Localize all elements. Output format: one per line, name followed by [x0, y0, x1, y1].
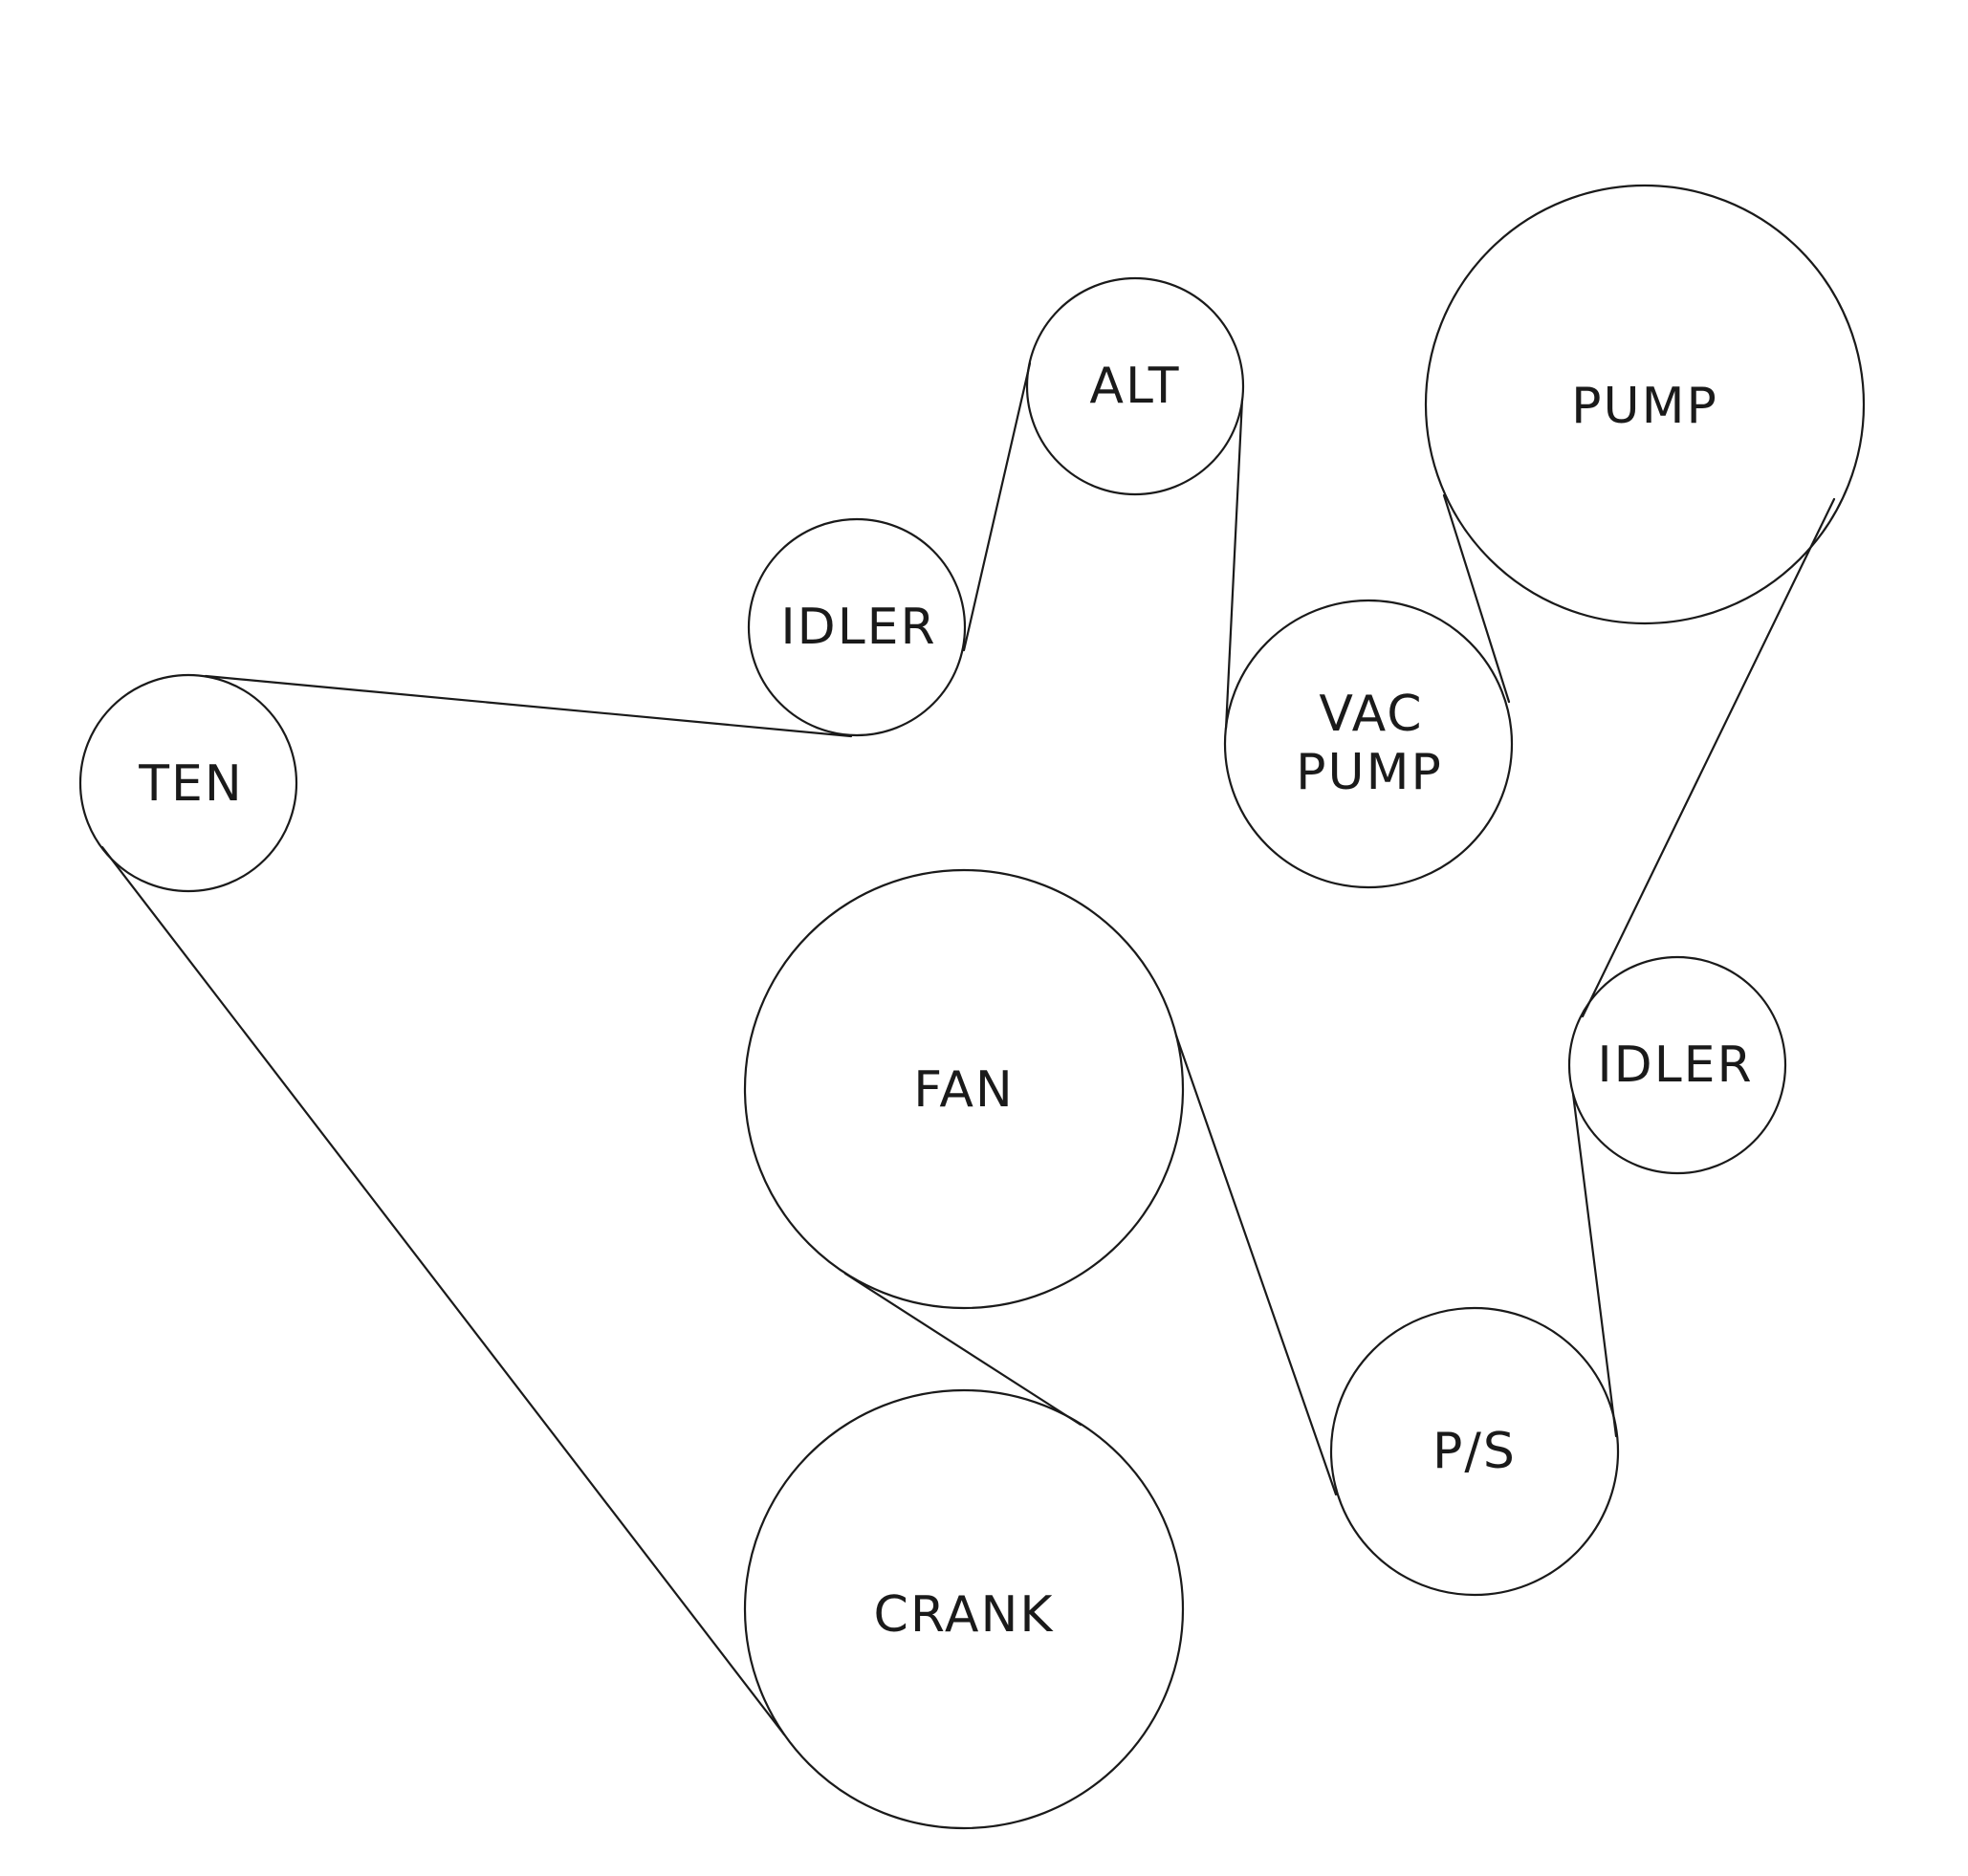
idler-upper-label: IDLER [780, 599, 936, 656]
idler-upper-pulley [747, 517, 967, 737]
pump-label: PUMP [1571, 378, 1718, 435]
belt-crank-to-ten [100, 845, 786, 1736]
belt-fan-to-crank [843, 1272, 1082, 1427]
vac-pump-label-line2: PUMP [1296, 744, 1443, 801]
belt-ten-to-idler [204, 674, 853, 738]
fan-pulley [743, 868, 1185, 1310]
alt-label: ALT [1089, 358, 1180, 415]
belt-vac-pump-to-pump [1442, 493, 1511, 704]
ps-pulley [1329, 1306, 1620, 1597]
ten-pulley [78, 673, 298, 893]
idler-right-pulley [1567, 955, 1787, 1175]
belt-ps-to-fan [1174, 1034, 1338, 1496]
belt-alt-to-vac-pump [1224, 398, 1244, 731]
ten-label: TEN [138, 755, 244, 813]
vac-pump-pulley [1223, 599, 1514, 889]
belt-idler-right-to-ps [1571, 1092, 1618, 1438]
vac-pump-label-line1: VAC [1319, 686, 1423, 743]
alt-pulley [1025, 276, 1245, 496]
idler-right-label: IDLER [1597, 1036, 1753, 1094]
fan-label: FAN [913, 1061, 1015, 1119]
ps-label: P/S [1432, 1423, 1517, 1480]
belt-idler-to-alt [962, 361, 1032, 652]
pump-pulley [1424, 184, 1866, 625]
crank-pulley [743, 1388, 1185, 1830]
belt-pump-to-idler-right [1581, 497, 1836, 1018]
crank-label: CRANK [874, 1586, 1055, 1644]
